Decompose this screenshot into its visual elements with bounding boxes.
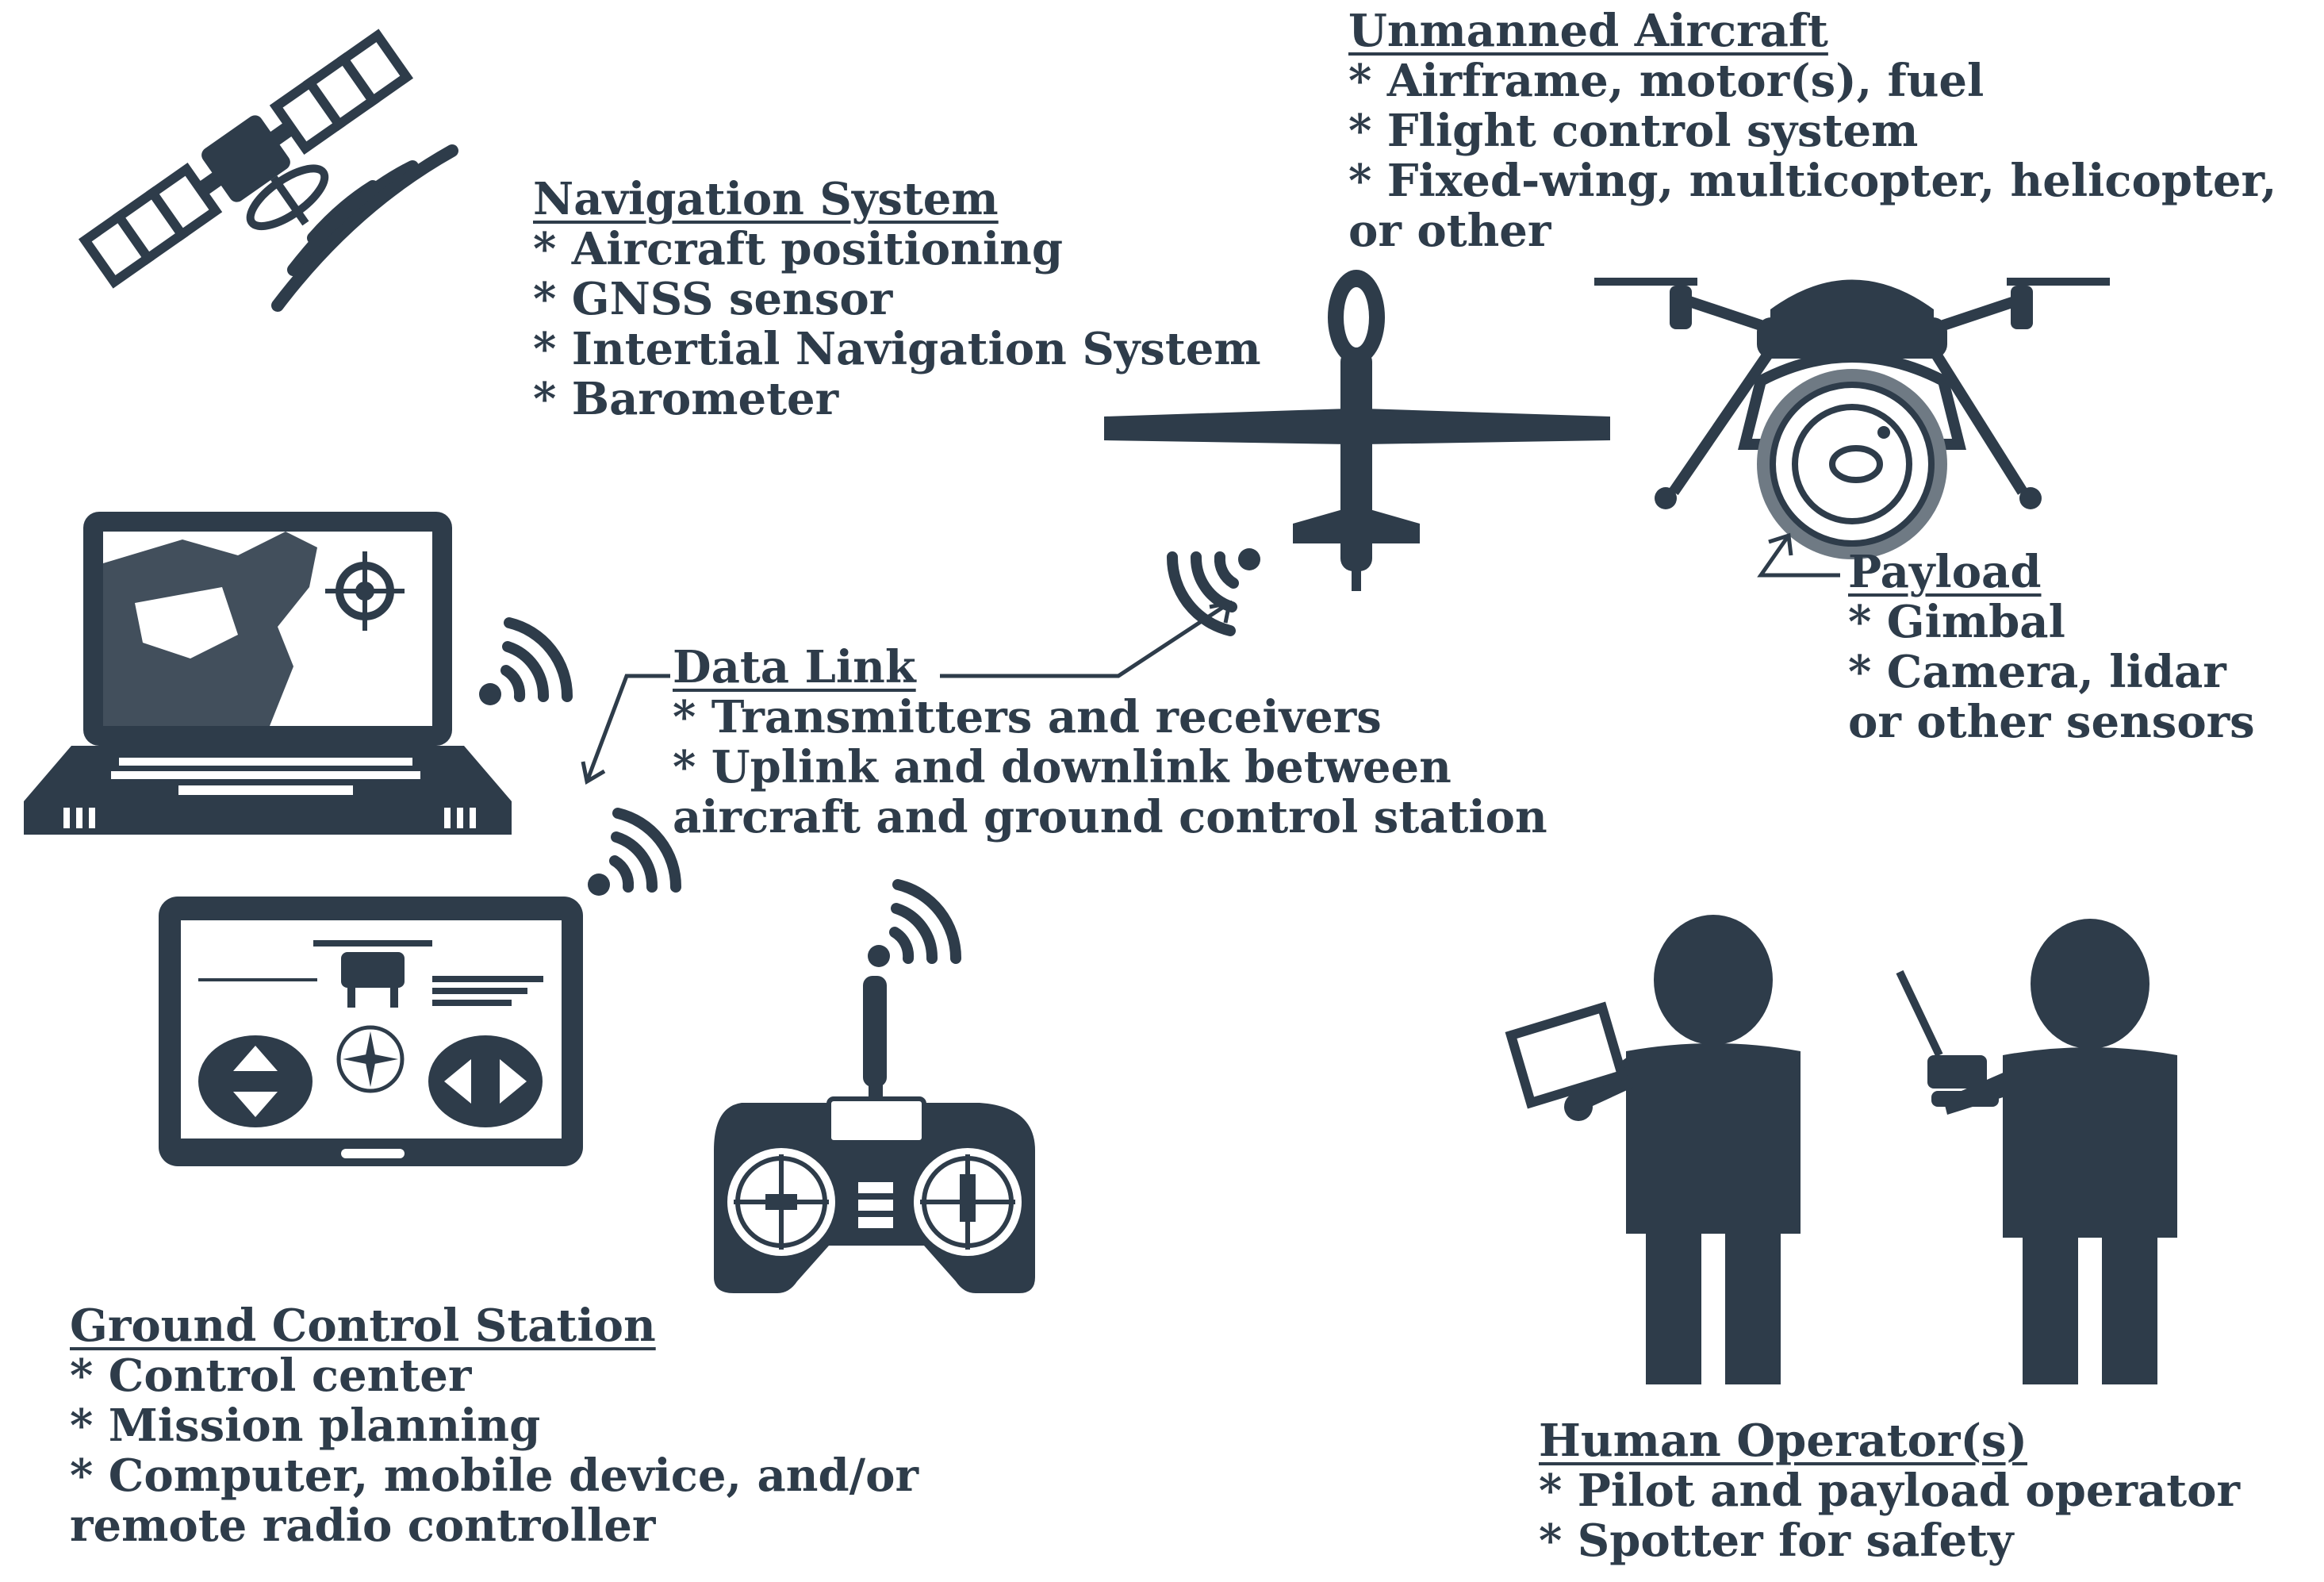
laptop-icon [24,512,512,835]
payload-heading: Payload [1848,546,2042,598]
human-operators-item: * Spotter for safety [1539,1515,2014,1567]
data-link-heading: Data Link [673,641,916,693]
laptop-signal-icon [479,617,573,705]
ground-control-station-label: Ground Control Station * Control center … [70,1301,918,1551]
unmanned-aircraft-item: * Flight control system [1348,105,1919,157]
tablet-icon [159,897,583,1166]
ground-control-station-item: * Control center [70,1350,472,1402]
data-link-item: aircraft and ground control station [673,791,1547,843]
quadcopter-drone-icon [1594,278,2110,559]
navigation-system-item: * GNSS sensor [533,273,893,325]
payload-pointer-arrow [1757,532,1840,578]
ground-control-station-item: remote radio controller [70,1499,656,1552]
data-link-connector [581,600,1233,785]
human-operators-label: Human Operator(s) * Pilot and payload op… [1539,1416,2240,1566]
payload-operator-icon [1505,915,1801,1384]
ground-control-station-item: * Mission planning [70,1400,541,1452]
human-operators-item: * Pilot and payload operator [1539,1465,2240,1517]
satellite-signal-icon [271,144,458,312]
payload-item: or other sensors [1848,696,2255,748]
tablet-signal-icon [588,808,682,896]
aircraft-signal-icon [1166,548,1260,636]
payload-label: Payload * Gimbal * Camera, lidar or othe… [1848,547,2255,747]
data-link-label: Data Link * Transmitters and receivers *… [673,643,1547,843]
navigation-system-item: * Aircraft positioning [533,223,1064,275]
payload-item: * Gimbal [1848,596,2065,648]
unmanned-aircraft-item: * Airframe, motor(s), fuel [1348,55,1985,107]
unmanned-aircraft-item: or other [1348,205,1551,257]
data-link-item: * Transmitters and receivers [673,691,1382,743]
ground-control-station-item: * Computer, mobile device, and/or [70,1450,918,1502]
ground-control-station-heading: Ground Control Station [70,1300,656,1352]
controller-signal-icon [868,879,962,967]
satellite-icon [78,29,414,289]
radio-controller-icon [714,976,1035,1293]
pilot-operator-icon [1896,919,2177,1384]
fixed-wing-drone-icon [1104,270,1610,591]
human-operators-heading: Human Operator(s) [1539,1415,2027,1467]
unmanned-aircraft-label: Unmanned Aircraft * Airframe, motor(s), … [1348,6,2276,256]
data-link-item: * Uplink and downlink between [673,741,1452,793]
navigation-system-item: * Barometer [533,373,839,425]
unmanned-aircraft-item: * Fixed-wing, multicopter, helicopter, [1348,155,2277,207]
navigation-system-heading: Navigation System [533,173,999,225]
navigation-system-item: * Intertial Navigation System [533,323,1261,375]
unmanned-aircraft-heading: Unmanned Aircraft [1348,5,1828,57]
navigation-system-label: Navigation System * Aircraft positioning… [533,175,1261,424]
payload-item: * Camera, lidar [1848,646,2226,698]
